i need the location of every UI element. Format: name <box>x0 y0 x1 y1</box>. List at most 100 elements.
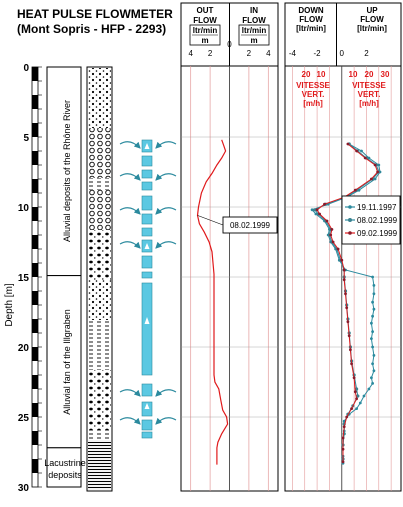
unit-label-lacustrine-2: deposits <box>48 470 82 480</box>
in-unit-2: m <box>250 36 257 45</box>
legend-item-19-11-1997: 19.11.1997 <box>345 203 397 212</box>
vertical-series-point <box>367 387 371 391</box>
legend-label-1: 19.11.1997 <box>357 203 397 212</box>
depth-axis-label: Depth [m] <box>4 283 15 327</box>
down-flow-label-1: DOWN <box>298 6 324 15</box>
depth-bar-segment <box>32 319 38 333</box>
vertical-series-point <box>313 208 317 212</box>
vertical-series-point <box>372 284 376 287</box>
vertical-series-point <box>353 188 357 192</box>
vertical-series-line <box>313 143 380 459</box>
out-unit-2: m <box>201 36 208 45</box>
depth-bar-segment <box>32 263 38 277</box>
depth-bar-segment <box>32 291 38 305</box>
geologic-units <box>46 66 82 488</box>
vertical-series-point <box>315 208 319 212</box>
legend-label-2: 08.02.1999 <box>357 216 398 225</box>
depth-bar-segment <box>32 403 38 417</box>
out-unit-box <box>189 24 221 46</box>
inout-callout-box <box>222 216 278 234</box>
vertical-series-line <box>316 143 379 462</box>
depth-tick-label: 5 <box>23 133 29 144</box>
out-flow-label-1: OUT <box>197 6 214 15</box>
vertical-series-point <box>370 177 373 181</box>
vertical-tick-label: 0 <box>340 49 345 58</box>
depth-bar-segment <box>32 431 38 445</box>
vertical-series-point <box>310 208 314 212</box>
vertical-series-point <box>345 306 349 310</box>
inout-gridlines <box>190 66 269 491</box>
figure-subtitle: (Mont Sopris - HFP - 2293) <box>17 22 166 36</box>
vitesse-right-tick-0: 10 <box>349 70 358 79</box>
depth-bar-segment <box>32 151 38 165</box>
vitesse-left-label-3: [m/h] <box>303 99 323 108</box>
vertical-series-point <box>372 354 376 357</box>
geologic-unit-box <box>46 66 82 277</box>
in-unit-box <box>238 24 270 46</box>
vertical-series-point <box>331 240 335 244</box>
vertical-series-point <box>355 407 358 410</box>
vertical-series-point <box>341 447 345 451</box>
unit-label-illgraben: Alluvial fan of the Illgraben <box>62 309 72 415</box>
vertical-series-point <box>372 307 376 311</box>
depth-tick-label: 15 <box>18 273 30 284</box>
depth-bar-segment <box>32 347 38 361</box>
vertical-tick-labels: -4 -2 0 2 <box>289 49 369 58</box>
legend-marker-3 <box>348 231 352 235</box>
vertical-series-point <box>356 394 360 398</box>
vertical-series-point <box>371 362 374 366</box>
vertical-series-point <box>341 460 345 464</box>
vertical-series-point <box>342 425 346 429</box>
depth-bar-segment <box>32 207 38 221</box>
inout-tick-label: 2 <box>247 49 252 58</box>
vertical-series-point <box>342 278 346 282</box>
depth-bar-segment <box>32 375 38 389</box>
vitesse-right-label-1: VITESSE <box>352 81 386 90</box>
vertical-series-point <box>350 362 353 366</box>
vertical-series-point <box>349 348 352 352</box>
depth-bar-segment <box>32 123 38 137</box>
vertical-series-point <box>350 407 353 410</box>
up-flow-unit: [ltr/min] <box>357 24 387 33</box>
out-unit-1: ltr/min <box>193 26 218 35</box>
vertical-series-point <box>345 415 349 419</box>
depth-bar-segment <box>32 179 38 193</box>
vertical-series-point <box>363 156 367 160</box>
vitesse-left-label-2: VERT. <box>302 90 325 99</box>
vertical-series-point <box>377 163 381 167</box>
vertical-series-point <box>336 247 340 251</box>
vertical-series-point <box>370 321 373 325</box>
vertical-series-point <box>355 397 358 401</box>
vertical-series-point <box>342 268 346 272</box>
litho-silt-1 <box>88 178 111 190</box>
vertical-series-point <box>371 345 374 349</box>
litho-lacustrine <box>88 440 111 490</box>
vertical-flow-panel: DOWN FLOW [ltr/min] UP FLOW [ltr/min] -4… <box>284 2 402 492</box>
depth-bar-segment <box>32 95 38 109</box>
legend-marker-1 <box>348 205 352 209</box>
vertical-series-point <box>314 212 318 216</box>
vertical-tick-label: -4 <box>289 49 297 58</box>
in-flow-label-1: IN <box>250 6 258 15</box>
vertical-series-point <box>355 387 359 391</box>
depth-bar-segment <box>32 459 38 473</box>
vertical-series-point <box>376 170 379 174</box>
vertical-series-point <box>340 258 344 262</box>
legend-label-3: 09.02.1999 <box>357 229 398 238</box>
vertical-series-point <box>373 177 377 181</box>
vertical-legend: 19.11.1997 08.02.1999 09.02.1999 <box>341 195 401 245</box>
well-screen <box>119 139 177 439</box>
inout-tick-label: 4 <box>188 49 193 58</box>
figure-title: HEAT PULSE FLOWMETER <box>17 7 173 21</box>
unit-label-rhone: Alluvial deposits of the Rhône River <box>62 100 72 242</box>
vertical-series-point <box>360 149 363 153</box>
vertical-gridlines <box>292 66 392 491</box>
vertical-tick-label: -2 <box>314 49 322 58</box>
vertical-tick-label: 2 <box>364 49 369 58</box>
legend-marker-2 <box>348 218 352 222</box>
litho-cobbles-2 <box>88 190 111 230</box>
vitesse-left-tick-0: 20 <box>302 70 311 79</box>
vitesse-right-tick-2: 30 <box>381 70 390 79</box>
